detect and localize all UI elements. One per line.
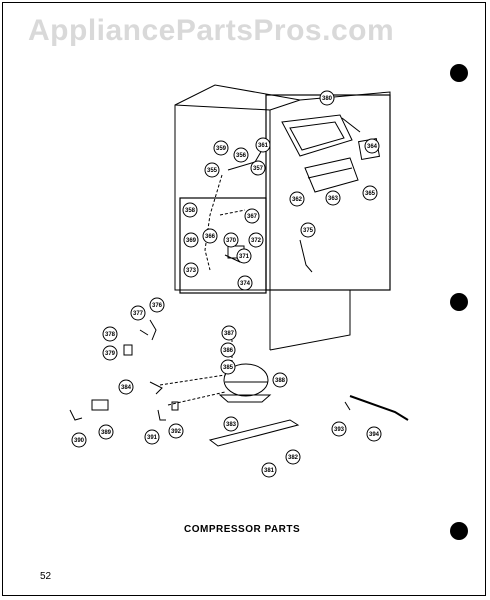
callout-382: 382 — [285, 449, 301, 465]
svg-text:384: 384 — [121, 385, 132, 391]
watermark: AppliancePartsPros.com — [28, 14, 395, 47]
callout-388: 388 — [272, 372, 288, 388]
callout-380: 380 — [319, 90, 335, 106]
callout-378: 378 — [102, 326, 118, 342]
svg-text:386: 386 — [223, 348, 234, 354]
callout-384: 384 — [118, 379, 134, 395]
svg-text:388: 388 — [275, 378, 286, 384]
callout-374: 374 — [237, 275, 253, 291]
svg-text:365: 365 — [365, 191, 376, 197]
svg-text:383: 383 — [226, 422, 237, 428]
callout-381: 381 — [261, 462, 277, 478]
callout-389: 389 — [98, 424, 114, 440]
svg-text:375: 375 — [303, 228, 314, 234]
callout-372: 372 — [248, 232, 264, 248]
svg-text:361: 361 — [258, 143, 269, 149]
page-number: 52 — [40, 571, 52, 582]
callout-369: 369 — [183, 232, 199, 248]
callout-390: 390 — [71, 432, 87, 448]
callout-364: 364 — [364, 138, 380, 154]
svg-text:374: 374 — [240, 281, 251, 287]
svg-text:355: 355 — [207, 168, 218, 174]
ice-bucket — [281, 114, 353, 157]
svg-text:380: 380 — [322, 96, 333, 102]
svg-text:379: 379 — [105, 351, 116, 357]
svg-text:394: 394 — [369, 432, 380, 438]
callout-365: 365 — [362, 185, 378, 201]
callout-394: 394 — [366, 426, 382, 442]
base-rail — [208, 419, 300, 447]
svg-text:363: 363 — [328, 196, 339, 202]
diagram-caption: COMPRESSOR PARTS — [184, 524, 301, 535]
svg-text:358: 358 — [185, 208, 196, 214]
callout-363: 363 — [325, 190, 341, 206]
compressor — [223, 363, 269, 397]
svg-text:381: 381 — [264, 468, 275, 474]
callout-370: 370 — [223, 232, 239, 248]
callout-357: 357 — [250, 160, 266, 176]
svg-text:382: 382 — [288, 455, 299, 461]
callout-391: 391 — [144, 429, 160, 445]
callout-355: 355 — [204, 162, 220, 178]
discharge-tube — [349, 395, 409, 421]
svg-text:385: 385 — [223, 365, 234, 371]
callout-359: 359 — [213, 140, 229, 156]
punch-hole-top — [450, 64, 468, 82]
svg-text:372: 372 — [251, 238, 262, 244]
callout-376: 376 — [149, 297, 165, 313]
callout-375: 375 — [300, 222, 316, 238]
svg-text:359: 359 — [216, 146, 227, 152]
callout-367: 367 — [244, 208, 260, 224]
svg-text:356: 356 — [236, 153, 247, 159]
callout-392: 392 — [168, 423, 184, 439]
valve-box — [179, 197, 267, 294]
callout-361: 361 — [255, 137, 271, 153]
punch-hole-middle — [450, 293, 468, 311]
svg-text:392: 392 — [171, 429, 182, 435]
svg-text:376: 376 — [152, 303, 163, 309]
svg-text:362: 362 — [292, 197, 303, 203]
svg-text:393: 393 — [334, 427, 345, 433]
svg-text:370: 370 — [226, 238, 237, 244]
punch-hole-bottom — [450, 522, 468, 540]
svg-text:369: 369 — [186, 238, 197, 244]
svg-text:378: 378 — [105, 332, 116, 338]
callout-393: 393 — [331, 421, 347, 437]
svg-text:377: 377 — [133, 311, 144, 317]
callout-377: 377 — [130, 305, 146, 321]
callout-386: 386 — [220, 342, 236, 358]
callout-371: 371 — [236, 248, 252, 264]
page-frame — [2, 2, 486, 596]
callout-373: 373 — [183, 262, 199, 278]
callout-358: 358 — [182, 202, 198, 218]
callout-366: 366 — [202, 228, 218, 244]
svg-text:357: 357 — [253, 166, 264, 172]
callout-383: 383 — [223, 416, 239, 432]
svg-text:367: 367 — [247, 214, 258, 220]
callout-356: 356 — [233, 147, 249, 163]
ice-maker — [304, 157, 359, 193]
svg-text:390: 390 — [74, 438, 85, 444]
svg-text:373: 373 — [186, 268, 197, 274]
svg-text:366: 366 — [205, 234, 216, 240]
svg-text:389: 389 — [101, 430, 112, 436]
callout-362: 362 — [289, 191, 305, 207]
svg-text:371: 371 — [239, 254, 250, 260]
svg-text:391: 391 — [147, 435, 158, 441]
svg-text:387: 387 — [224, 331, 235, 337]
callout-387: 387 — [221, 325, 237, 341]
svg-text:364: 364 — [367, 144, 378, 150]
callout-379: 379 — [102, 345, 118, 361]
callout-385: 385 — [220, 359, 236, 375]
